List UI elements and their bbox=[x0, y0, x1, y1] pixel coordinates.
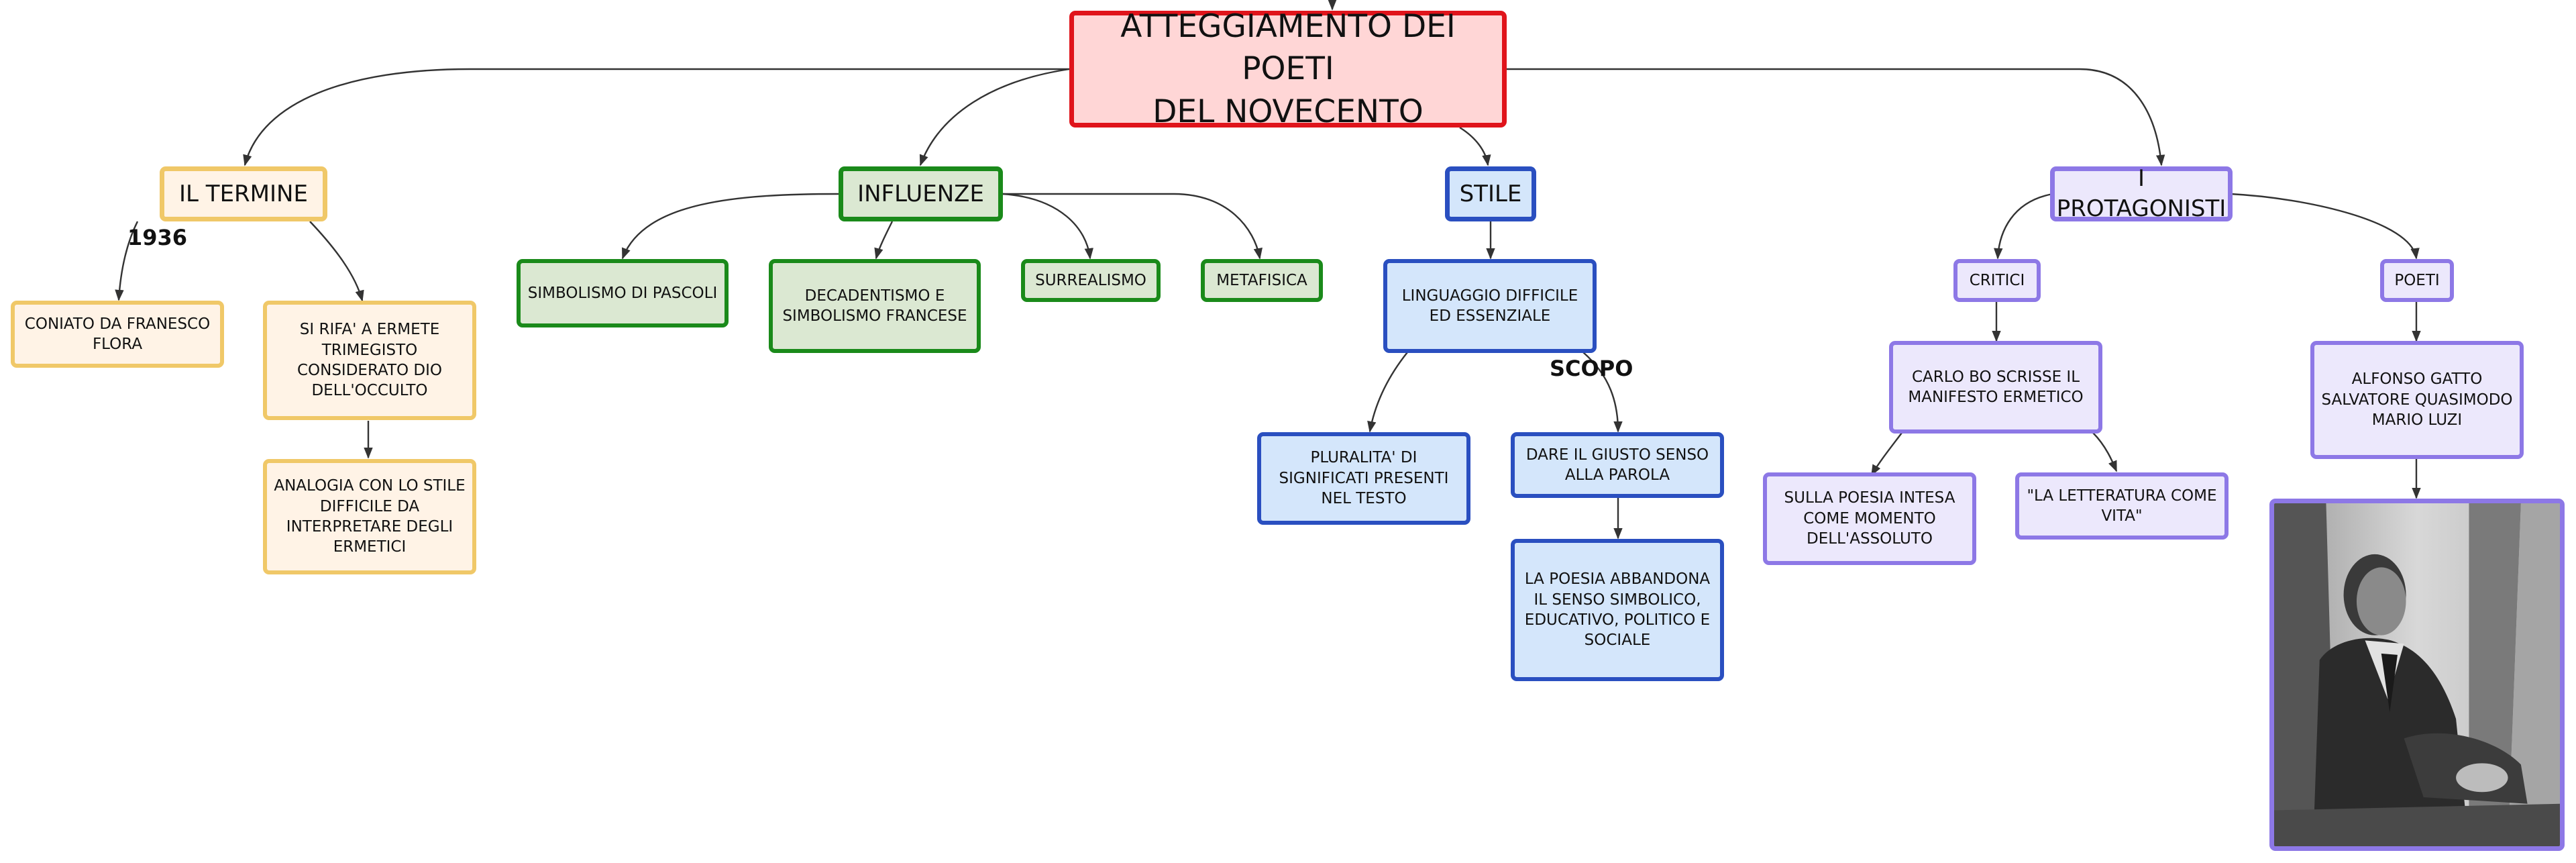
edge-influenze-surrealismo bbox=[1002, 193, 1093, 260]
edge-main-protagonisti bbox=[1506, 68, 2165, 166]
node-coniato-flora[interactable]: CONIATO DA FRANESCO FLORA bbox=[11, 301, 224, 368]
edge-linguaggio-pluralita bbox=[1367, 352, 1408, 433]
poet-photo-image bbox=[2274, 503, 2560, 846]
node-poeti[interactable]: POETI bbox=[2380, 259, 2454, 302]
node-surrealismo[interactable]: SURREALISMO bbox=[1021, 259, 1161, 302]
node-critici[interactable]: CRITICI bbox=[1953, 259, 2041, 302]
edge-influenze-pascoli bbox=[621, 193, 839, 260]
node-decadentismo[interactable]: DECADENTISMO E SIMBOLISMO FRANCESE bbox=[769, 259, 981, 353]
node-simbolismo-pascoli[interactable]: SIMBOLISMO DI PASCOLI bbox=[517, 259, 729, 327]
label-year-1936: 1936 bbox=[127, 225, 188, 250]
node-il-termine[interactable]: IL TERMINE bbox=[160, 166, 327, 221]
node-letteratura-vita[interactable]: "LA LETTERATURA COME VITA" bbox=[2015, 472, 2229, 540]
label-scopo: SCOPO bbox=[1550, 356, 1633, 381]
node-linguaggio[interactable]: LINGUAGGIO DIFFICILE ED ESSENZIALE bbox=[1383, 259, 1597, 353]
edge-termine-ermete bbox=[309, 221, 364, 302]
node-ermete-trimegisto[interactable]: SI RIFA' A ERMETE TRIMEGISTO CONSIDERATO… bbox=[263, 301, 476, 420]
node-pluralita[interactable]: PLURALITA' DI SIGNIFICATI PRESENTI NEL T… bbox=[1257, 432, 1470, 525]
edge-protagonisti-critici bbox=[1994, 193, 2053, 260]
edge-main-influenze bbox=[919, 68, 1070, 166]
node-influenze[interactable]: INFLUENZE bbox=[839, 166, 1003, 221]
edge-influenze-metafisica bbox=[1003, 193, 1263, 260]
edge-protagonisti-poeti bbox=[2230, 193, 2420, 260]
node-giusto-senso[interactable]: DARE IL GIUSTO SENSO ALLA PAROLA bbox=[1511, 432, 1724, 498]
node-stile[interactable]: STILE bbox=[1445, 166, 1536, 221]
edge-carlobo-letteratura bbox=[2092, 432, 2118, 472]
node-poesia-assoluto[interactable]: SULLA POESIA INTESA COME MOMENTO DELL'AS… bbox=[1763, 472, 1976, 565]
edge-carlobo-assoluto bbox=[1870, 432, 1902, 476]
node-metafisica[interactable]: METAFISICA bbox=[1201, 259, 1323, 302]
node-poeti-names[interactable]: ALFONSO GATTO SALVATORE QUASIMODO MARIO … bbox=[2310, 341, 2524, 459]
edge-main-stile bbox=[1459, 126, 1491, 166]
edge-termine-coniato bbox=[115, 221, 139, 301]
node-carlo-bo[interactable]: CARLO BO SCRISSE IL MANIFESTO ERMETICO bbox=[1889, 341, 2102, 434]
node-analogia[interactable]: ANALOGIA CON LO STILE DIFFICILE DA INTER… bbox=[263, 459, 476, 574]
poet-photo bbox=[2269, 499, 2565, 851]
node-i-protagonisti[interactable]: I PROTAGONISTI bbox=[2050, 165, 2233, 222]
main-title-node[interactable]: ATTEGGIAMENTO DEI POETI DEL NOVECENTO bbox=[1069, 8, 1507, 130]
edge-main-termine bbox=[243, 68, 1069, 166]
node-poesia-abbandona[interactable]: LA POESIA ABBANDONA IL SENSO SIMBOLICO, … bbox=[1511, 539, 1724, 681]
edge-linguaggio-senso bbox=[1582, 352, 1623, 433]
edge-influenze-decadentismo bbox=[874, 221, 894, 260]
